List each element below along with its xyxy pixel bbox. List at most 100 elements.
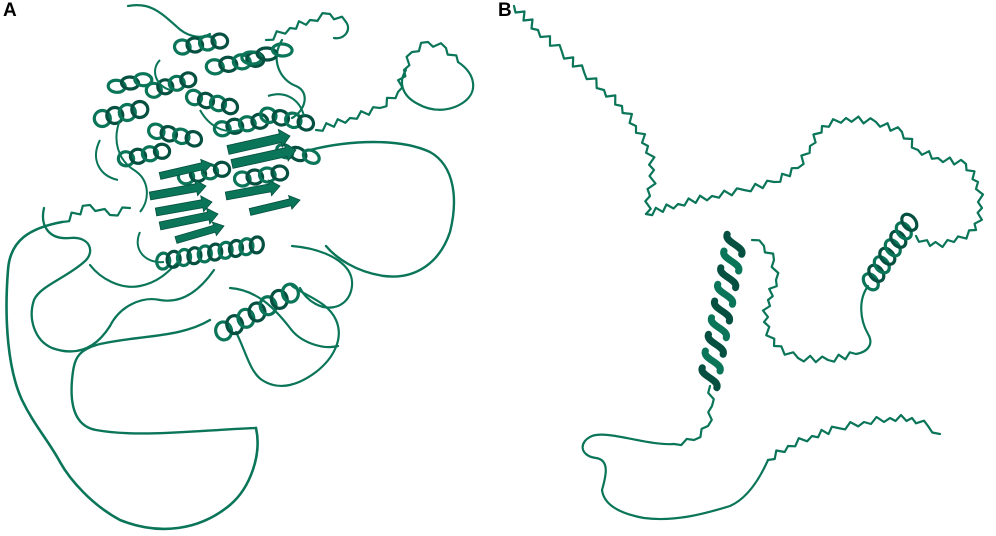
helix-turn bbox=[270, 42, 294, 58]
helix-turn bbox=[217, 240, 234, 260]
helix-turn bbox=[144, 81, 163, 99]
helix-turn bbox=[179, 71, 198, 89]
helix-turn bbox=[883, 238, 902, 258]
helix-band bbox=[714, 280, 737, 308]
core-helix bbox=[184, 88, 240, 116]
core-helix bbox=[232, 164, 290, 188]
mid-helix-a bbox=[155, 235, 265, 271]
helix-turn bbox=[284, 111, 303, 130]
helix-turn bbox=[152, 142, 172, 160]
panel-a: A bbox=[3, 0, 475, 531]
helix-band bbox=[701, 347, 724, 375]
helix-band bbox=[711, 297, 733, 325]
helix-turn bbox=[861, 272, 880, 292]
core-helix bbox=[92, 99, 150, 129]
beta-strand bbox=[148, 179, 207, 201]
helix-turn bbox=[196, 244, 213, 264]
helix-turn bbox=[220, 97, 240, 116]
outer-loop bbox=[5, 220, 259, 531]
helix-turn bbox=[894, 221, 913, 241]
bottom-inner-loop bbox=[70, 318, 258, 435]
helix-turn bbox=[878, 246, 897, 266]
coil-loops-b bbox=[512, 4, 985, 521]
coil-loops-a bbox=[5, 4, 475, 531]
protein-structure-a bbox=[5, 4, 475, 531]
core-coil bbox=[267, 93, 305, 117]
helix-turn bbox=[212, 160, 232, 178]
helix-turn bbox=[197, 34, 217, 52]
helix-turn bbox=[116, 150, 136, 168]
mid-loop-2 bbox=[88, 258, 182, 288]
core-coil bbox=[95, 139, 119, 181]
helix-turn bbox=[872, 255, 891, 275]
helix-turn bbox=[92, 108, 112, 129]
helix-turn bbox=[245, 168, 265, 186]
helix-turn bbox=[156, 78, 175, 96]
core-coil bbox=[115, 119, 148, 213]
beta-strand bbox=[158, 158, 213, 180]
left-mid-loop bbox=[30, 206, 112, 353]
core-helix bbox=[106, 72, 154, 94]
helix-band bbox=[720, 247, 743, 275]
core-helix bbox=[144, 71, 198, 99]
helix-turn bbox=[130, 99, 150, 120]
helix-turn bbox=[214, 320, 234, 342]
helix-turn bbox=[225, 314, 245, 336]
helix-turn bbox=[301, 148, 321, 165]
helix-turn bbox=[133, 72, 154, 88]
helix-band bbox=[704, 330, 727, 358]
core-coil bbox=[199, 109, 241, 133]
helix-turn bbox=[172, 127, 191, 146]
folded-core-a bbox=[92, 32, 321, 264]
helix-turn bbox=[208, 94, 228, 113]
helix-turn bbox=[117, 102, 137, 123]
lower-loop-b bbox=[581, 433, 770, 521]
protein-structure-b bbox=[512, 4, 985, 521]
beta-strand bbox=[224, 179, 281, 201]
panel-label-a: A bbox=[3, 0, 17, 21]
beta-strand bbox=[154, 195, 213, 217]
helix-turn bbox=[867, 263, 886, 283]
helix-ribbons-b bbox=[698, 212, 919, 392]
beta-strand bbox=[158, 207, 219, 231]
helix-turn bbox=[147, 122, 166, 141]
helix-turn bbox=[269, 288, 289, 310]
core-helix bbox=[147, 122, 204, 148]
mid-connector bbox=[108, 268, 216, 328]
helix-turn bbox=[196, 91, 216, 110]
helix-turn bbox=[900, 212, 919, 232]
n-terminal-tail bbox=[512, 4, 657, 216]
core-helix bbox=[259, 106, 316, 132]
panel-label-b: B bbox=[498, 0, 512, 21]
helix-turn bbox=[225, 117, 245, 135]
helix-turn bbox=[159, 124, 179, 143]
upper-right-loop bbox=[400, 60, 475, 111]
beta-strand bbox=[230, 142, 297, 169]
helix-band bbox=[707, 314, 730, 342]
middle-loop-b bbox=[750, 238, 858, 364]
core-helix bbox=[116, 142, 172, 168]
lower-right-loop bbox=[234, 284, 340, 388]
helix-turn bbox=[186, 246, 203, 266]
helix-turn bbox=[185, 36, 205, 54]
helix-band bbox=[698, 364, 721, 392]
helix-turn bbox=[167, 74, 186, 92]
helix-turn bbox=[175, 247, 193, 268]
helix-turn bbox=[172, 38, 192, 56]
helix-turn bbox=[238, 237, 255, 257]
helix-band bbox=[723, 230, 746, 258]
lower-loop-2 bbox=[228, 286, 340, 349]
upper-right-tail bbox=[314, 40, 460, 132]
helix-turn bbox=[207, 242, 224, 262]
helix-turn bbox=[155, 251, 172, 271]
core-coil bbox=[136, 231, 165, 264]
helix-turn bbox=[296, 113, 316, 132]
helix-turn bbox=[212, 120, 232, 138]
helix-turn bbox=[128, 147, 148, 165]
helix-turn bbox=[271, 108, 291, 127]
helix-turn bbox=[165, 249, 182, 269]
helix-turn bbox=[227, 238, 245, 259]
helix-turn bbox=[232, 170, 252, 188]
helix-turn bbox=[889, 229, 908, 249]
beta-strand bbox=[174, 221, 225, 244]
